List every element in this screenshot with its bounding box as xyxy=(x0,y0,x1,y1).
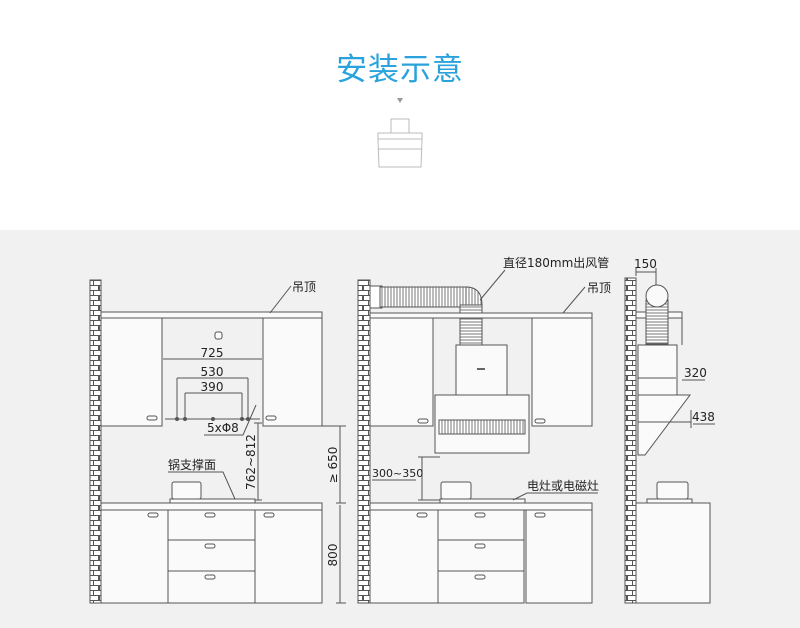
countertop xyxy=(369,502,593,511)
side-view: 150 320 438 xyxy=(624,257,715,604)
drawer-stack xyxy=(437,509,525,604)
lower-cabinet-right xyxy=(254,509,323,604)
front-view-duct: 300~350 电灶或电磁灶 直径180mm出风管 吊顶 xyxy=(357,255,611,604)
upper-cabinet-right xyxy=(262,317,323,427)
dim-438: 438 xyxy=(692,410,715,424)
cabinet-handle xyxy=(146,415,158,421)
exhaust-duct xyxy=(379,286,469,308)
dim-530: 530 xyxy=(201,365,224,379)
page-title: 安装示意 xyxy=(336,52,464,88)
stove-label: 电灶或电磁灶 xyxy=(527,478,599,493)
hood-icon xyxy=(377,98,423,168)
hood-chimney xyxy=(637,344,678,396)
dim-320: 320 xyxy=(684,366,707,380)
front-view-mounting: 725 530 390 5xΦ8 762~812 ≥ 650 800 锅支撑面 … xyxy=(89,279,346,604)
dim-390: 390 xyxy=(201,380,224,394)
dim-150: 150 xyxy=(634,257,657,271)
dim-762-812: 762~812 xyxy=(244,434,258,490)
socket-icon xyxy=(214,331,223,340)
pot-icon xyxy=(656,481,689,500)
down-arrow-icon xyxy=(397,98,403,103)
ceiling-label: 吊顶 xyxy=(587,281,611,295)
cabinet-handle xyxy=(265,415,277,421)
counter-cabinet xyxy=(635,502,711,604)
countertop xyxy=(100,502,323,511)
dim-725: 725 xyxy=(201,346,224,360)
upper-cabinet-right xyxy=(531,317,593,427)
stove xyxy=(439,498,526,504)
pot-support-label: 锅支撑面 xyxy=(168,457,216,472)
dim-800: 800 xyxy=(326,544,340,567)
duct-label: 直径180mm出风管 xyxy=(503,255,609,270)
ceiling-label: 吊顶 xyxy=(292,280,316,294)
upper-cabinet-left xyxy=(100,317,163,427)
ceiling-board xyxy=(100,311,323,319)
brick-wall xyxy=(624,277,637,604)
holes-label: 5xΦ8 xyxy=(207,421,239,435)
ceiling-board xyxy=(369,312,593,319)
pot-icon xyxy=(440,481,472,500)
pot-icon xyxy=(171,481,202,500)
brick-wall xyxy=(357,279,371,604)
dim-300-350: 300~350 xyxy=(372,467,423,480)
brick-wall xyxy=(89,279,102,604)
duct-section xyxy=(645,284,669,308)
dim-min-650: ≥ 650 xyxy=(326,447,340,484)
drawer-stack xyxy=(167,509,256,604)
upper-cabinet-left xyxy=(369,317,434,427)
stove xyxy=(169,498,256,504)
lower-cabinet-left xyxy=(100,509,169,604)
hood-filter xyxy=(438,419,526,435)
hood-chimney xyxy=(455,344,508,396)
